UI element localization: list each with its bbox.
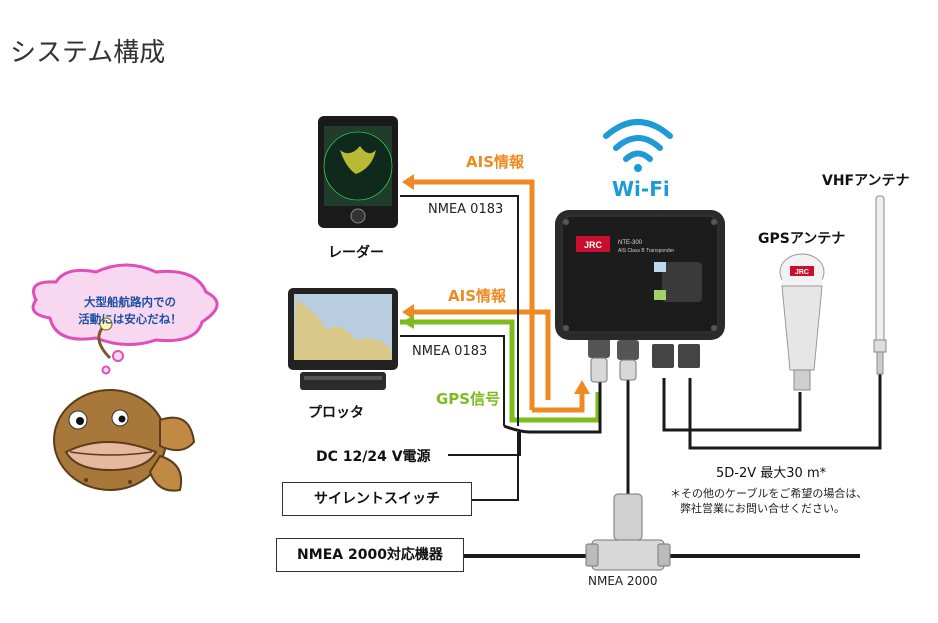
gps-signal-line xyxy=(400,315,601,423)
nmea0183-label-plotter: NMEA 0183 xyxy=(412,344,488,359)
gps-antenna-label: GPSアンテナ xyxy=(758,231,846,247)
ais-line-plotter xyxy=(402,304,551,400)
page-title: システム構成 xyxy=(10,38,166,68)
svg-text:JRC: JRC xyxy=(795,269,809,276)
svg-text:JRC: JRC xyxy=(584,240,603,250)
jrc-logo xyxy=(576,236,610,252)
note-line-1: ＊その他のケーブルをご希望の場合は、 xyxy=(670,487,868,500)
vhf-antenna-cable xyxy=(688,372,882,450)
nmea0183-cable-radar xyxy=(400,195,519,426)
svg-text:AIS Class B Transponder: AIS Class B Transponder xyxy=(618,248,674,254)
mascot-bubble-line-2: 活動には安心だね！ xyxy=(78,312,182,326)
nmea2000-device-box: NMEA 2000対応機器 xyxy=(276,538,464,572)
silent-switch-cable xyxy=(470,432,519,501)
plotter-display xyxy=(288,288,398,390)
ais-line-up xyxy=(532,392,585,413)
mascot-speech-bubble xyxy=(31,263,219,346)
gps-antenna-cable xyxy=(662,378,802,432)
ais-transponder-unit: JRC NTE-300 AIS Class B Transponder xyxy=(555,210,725,340)
ais-info-label-plotter: AIS情報 xyxy=(448,287,506,305)
nmea2000-t-connector xyxy=(585,493,671,571)
main-cable-bundle xyxy=(503,378,602,434)
wifi-label: Wi-Fi xyxy=(612,177,670,201)
connector-nmea2000 xyxy=(617,340,639,381)
svg-text:NTE-300: NTE-300 xyxy=(618,240,643,246)
plotter-label: プロッタ xyxy=(308,405,364,421)
connector-power xyxy=(588,338,610,383)
mascot-anglerfish xyxy=(31,263,219,492)
ais-info-label-radar: AIS情報 xyxy=(466,153,524,171)
connector-vhf xyxy=(678,344,700,368)
silent-switch-box: サイレントスイッチ xyxy=(282,482,472,516)
vhf-antenna-label: VHFアンテナ xyxy=(822,173,910,189)
wifi-icon xyxy=(603,119,673,172)
ais-up-arrow xyxy=(574,380,590,394)
note-line-2: 弊社営業にお問い合せください。 xyxy=(680,502,845,515)
connector-gps xyxy=(652,344,674,368)
dc-power-cable xyxy=(448,432,521,456)
gps-antenna: JRC xyxy=(779,253,825,391)
nmea2000-label: NMEA 2000 xyxy=(588,574,658,588)
dc-power-label: DC 12/24 V電源 xyxy=(316,449,431,465)
radar-display xyxy=(318,116,398,228)
nmea0183-label-radar: NMEA 0183 xyxy=(428,202,504,217)
ais-line-radar xyxy=(402,174,535,410)
cable-spec-label: 5D-2V 最大30 m* xyxy=(716,466,827,481)
mascot-bubble-line-1: 大型船航路内での xyxy=(84,295,176,309)
gps-signal-label: GPS信号 xyxy=(436,390,501,408)
radar-label: レーダー xyxy=(328,245,384,261)
nmea0183-cable-plotter xyxy=(400,335,505,426)
vhf-antenna xyxy=(873,195,887,375)
